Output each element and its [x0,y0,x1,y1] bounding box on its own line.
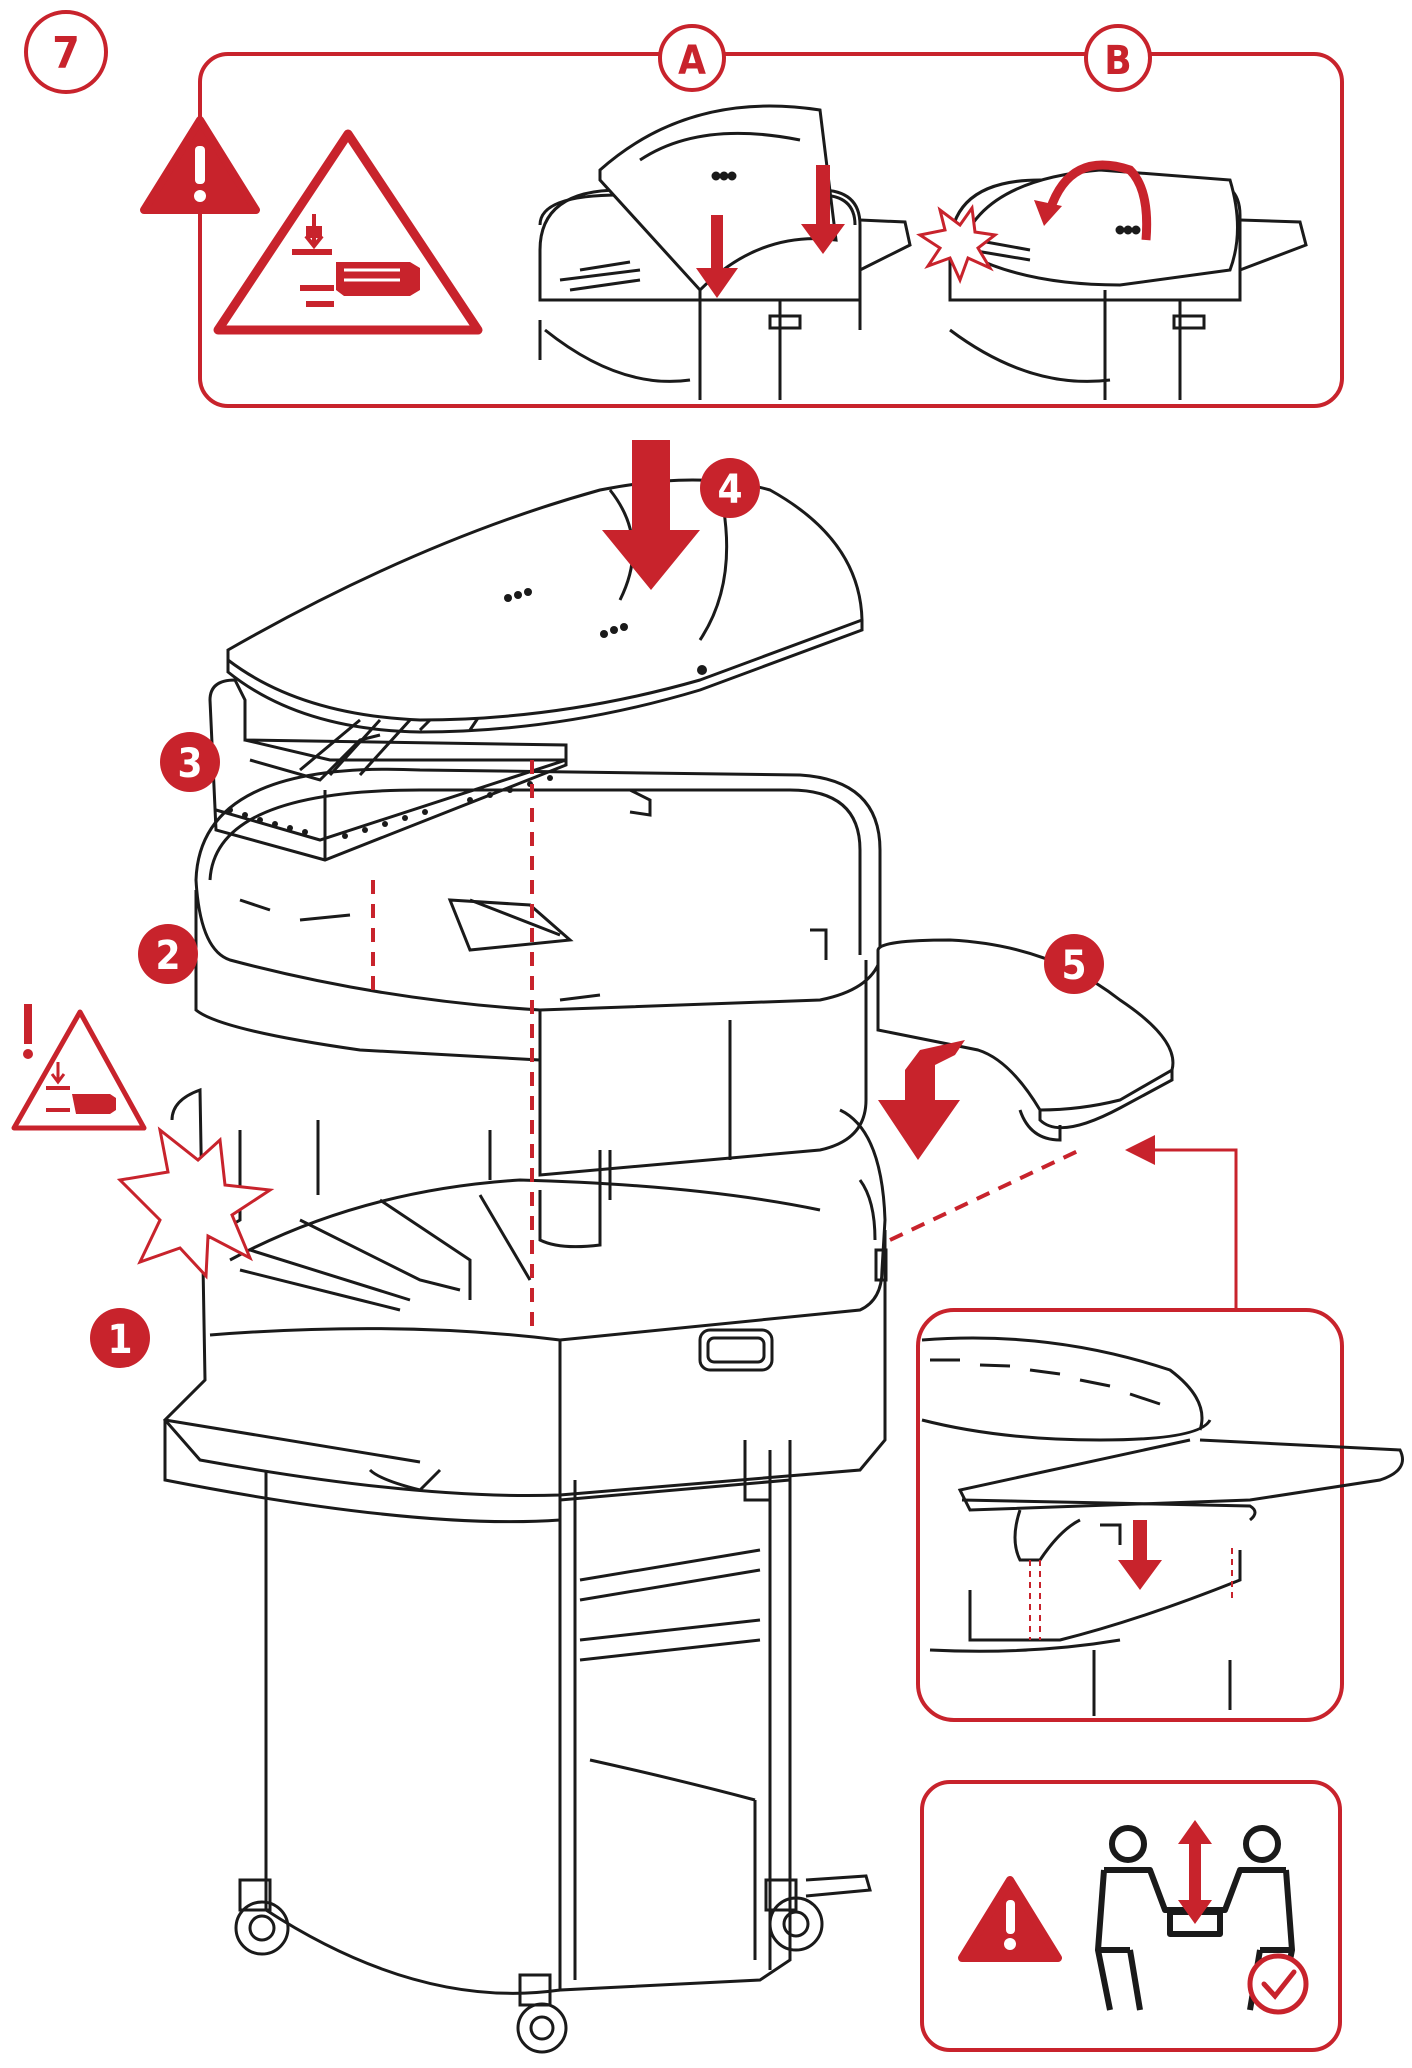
main-assembly-drawing [162,478,1175,2054]
basket-part [208,678,568,862]
hand-pinch-hazard-icon [213,129,483,335]
label-b: B [1104,38,1131,84]
callout-1: 1 [90,1308,150,1368]
base-cabinet [234,1440,872,2054]
callout-2: 2 [138,924,198,984]
up-down-arrow-icon [1178,1820,1212,1924]
callout-4: 4 [700,458,760,518]
shelf-detail-panel [916,1308,1404,1722]
down-arrow-icon [1118,1520,1162,1590]
pinch-burst-icon [916,203,999,284]
callout-3: 3 [160,732,220,792]
label-b-badge: B [1084,24,1152,92]
ring-part [194,767,882,1249]
svg-text:3: 3 [177,741,202,787]
svg-text:2: 2 [155,933,180,979]
rotate-arrow-icon [1034,160,1152,241]
step-number-badge: 7 [24,10,108,94]
two-person-lift-panel [920,1780,1342,2052]
label-a-badge: A [658,24,726,92]
warning-icon [140,116,260,214]
pinch-burst-icon [116,1126,275,1280]
side-shelf-part [876,938,1175,1142]
hand-pinch-hazard-icon [11,1004,147,1131]
down-arrow-icon [696,165,845,298]
step-number: 7 [52,28,80,79]
alignment-guides [371,760,1081,1330]
label-a: A [678,38,706,84]
callout-5: 5 [1044,934,1104,994]
check-icon [1247,1953,1309,2015]
pointer-line [1125,1135,1238,1310]
detail-a-drawing [538,104,912,400]
two-person-lift-icon [1095,1825,1295,2011]
svg-text:4: 4 [717,467,742,513]
caster-wheel [764,1874,872,1952]
warning-icon [958,1876,1062,1962]
svg-text:1: 1 [107,1317,132,1363]
down-arrow-icon [602,440,965,1160]
caster-wheel [234,1878,290,1956]
drum-body [162,1087,888,1524]
detail-panel-ab: A B [140,24,1344,408]
caster-wheel [516,1973,568,2054]
detail-b-drawing [948,168,1308,400]
svg-text:5: 5 [1061,943,1086,989]
lid-part [226,478,864,734]
